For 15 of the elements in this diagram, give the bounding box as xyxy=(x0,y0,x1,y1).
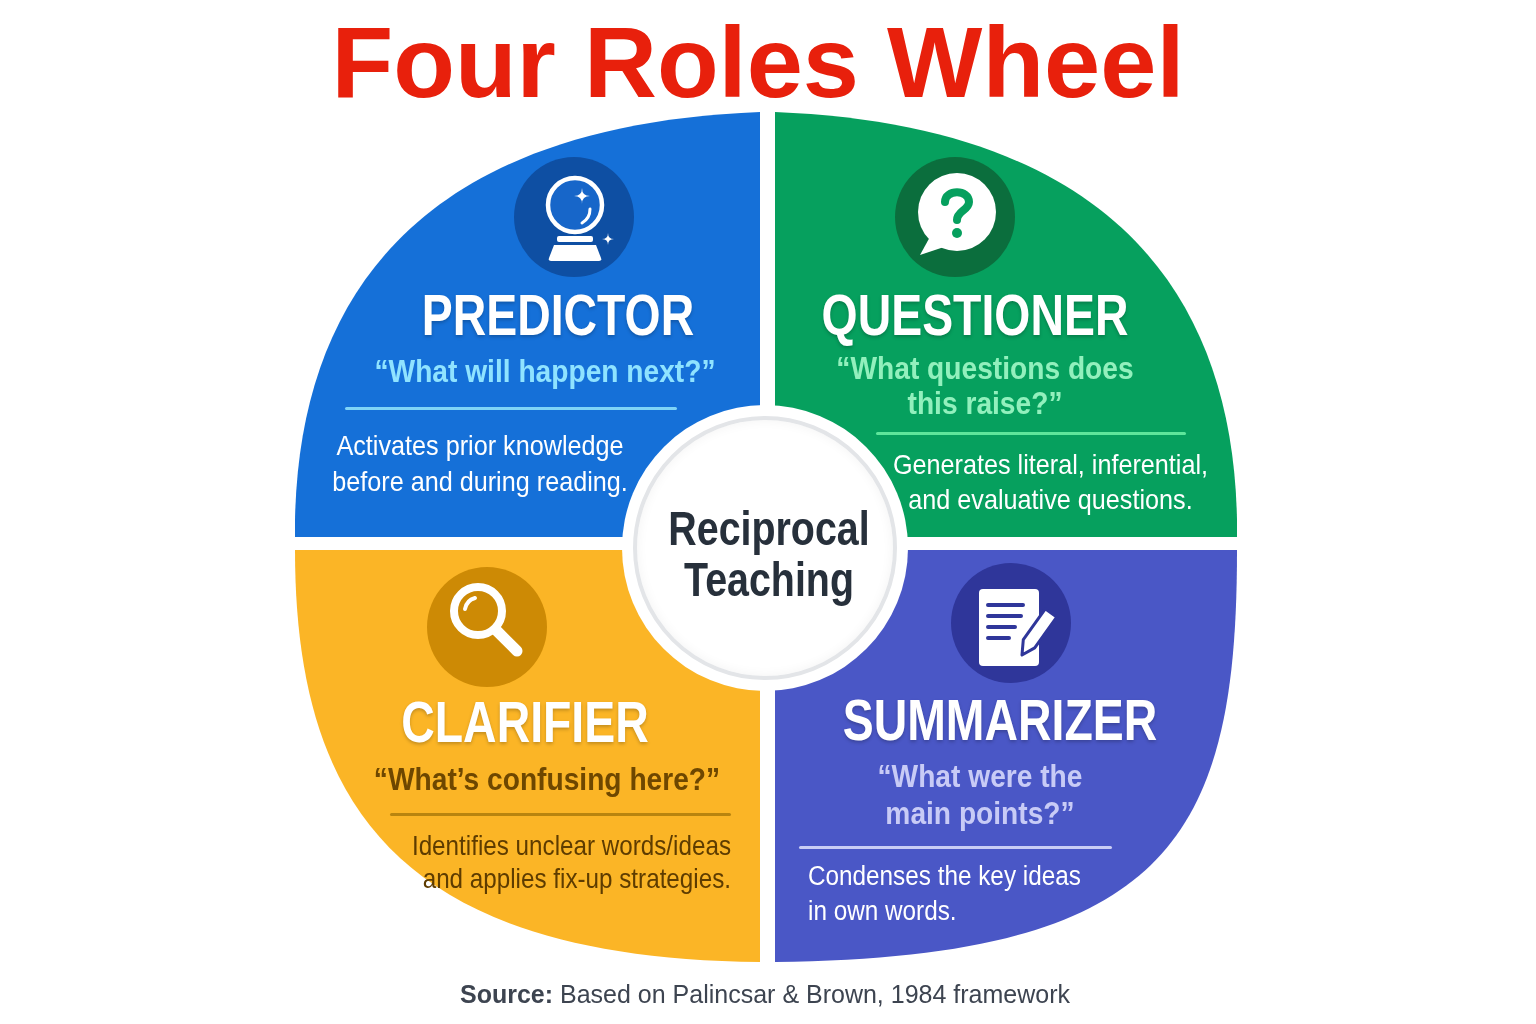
guiding-question: “What’s confusing here?” xyxy=(373,760,721,797)
guiding-question: “What questions does this raise?” xyxy=(835,351,1135,422)
page-title: Four Roles Wheel xyxy=(331,7,1185,117)
role-title: QUESTIONER xyxy=(821,282,1129,347)
source-note: Source: Based on Palincsar & Brown, 1984 framework xyxy=(460,979,1070,1010)
role-description: Activates prior knowledge before and during reading. xyxy=(331,429,629,500)
guiding-question: “What were the main points?” xyxy=(876,758,1084,833)
role-title: SUMMARIZER xyxy=(842,687,1158,752)
center-label: Reciprocal Teaching xyxy=(667,502,871,605)
guiding-question: “What will happen next?” xyxy=(374,352,716,389)
role-description: Generates literal, inferential, and evaluative questions. xyxy=(891,447,1209,517)
role-description: Identifies unclear words/ideas and applies fix-up strategies. xyxy=(410,828,731,895)
role-description: Condenses the key ideas in own words. xyxy=(808,860,1082,929)
role-title: PREDICTOR xyxy=(421,282,695,347)
role-title: CLARIFIER xyxy=(401,689,649,754)
